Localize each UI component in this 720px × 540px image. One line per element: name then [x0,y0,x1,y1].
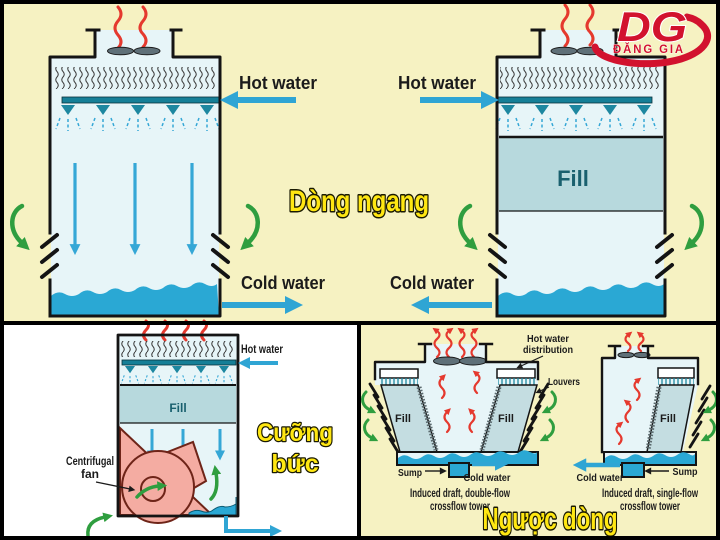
cold-water-label: Cold water [390,273,474,293]
hot-water-distribution-basins [379,368,536,385]
hot-air-squiggle [560,3,570,48]
fill-label: Fill [169,401,186,415]
fill-inner-eliminator [645,386,662,451]
fill-media [120,385,236,423]
hot-air-squiggle [585,3,595,47]
hot-water-distribution-basin [657,367,695,385]
air-inlet-arrow [240,203,260,251]
overlay-crossflow-label: Dòng ngang [289,185,429,218]
centrifugal-fan-label-line1: Centrifugal [66,454,114,468]
fan-cowl-interior [95,30,173,57]
louvers [40,233,230,279]
hot-air-squiggles-plenum [615,377,642,446]
louvers-label: Louvers [548,376,580,388]
distribution-pointer-arrow [516,355,544,369]
hot-air-squiggle [113,5,123,50]
water-basin [188,497,237,516]
hot-water-distribution-label-line1: Hot water [527,333,569,345]
centrifugal-fan-label-line2: fan [81,467,99,481]
hot-water-label: Hot water [239,73,317,93]
drift-eliminator [500,67,661,89]
cold-water-basin [51,282,219,316]
logo-initials: DG [617,3,687,50]
caption-line2: crossflow tower [620,501,680,513]
tower-outline [495,28,667,318]
hot-water-label: Hot water [241,342,283,356]
tower-outline [48,28,222,318]
overlay-forced-label-line2: bức [271,450,318,478]
fill-label-right: Fill [498,413,514,425]
cold-water-label: Cold water [464,472,511,484]
hot-water-distribution-pipe [61,96,221,104]
hot-air-squiggles-above-fan [432,327,479,359]
cold-water-basin [498,282,664,316]
air-inlet-arrows [361,390,557,442]
overlay-counterflow-label: Ngược dòng [483,501,618,536]
top-left-crossflow-tower: Hot water Cold water [10,5,325,318]
fill-inner-eliminator-left [416,386,439,451]
cold-water-outlet-pipe-arrow [224,516,282,537]
fan-blades [617,351,651,359]
logo-swoosh [591,13,711,68]
fan-blades [107,46,161,56]
air-inlet-arrow [684,203,704,251]
double-flow-tower: Fill Fill Sump Cold water Hot water [361,327,580,513]
air-flow-arrows [86,464,222,538]
fill-media [499,137,663,211]
fill-label: Fill [557,166,589,191]
louvers-left [368,382,400,454]
cold-water-label: Cold water [241,273,325,293]
hot-air-squiggle [138,5,148,49]
drift-eliminator [121,341,235,357]
fill-label: Fill [660,413,676,425]
hot-air-squiggles-plenum [438,370,481,434]
caption-line2: crossflow tower [430,501,490,513]
hot-water-distribution-label-line2: distribution [523,344,573,356]
hot-air-squiggles-above-fan [624,331,645,353]
louvers-pointer-arrow [535,386,550,394]
hot-water-distribution-pipe [496,96,653,104]
water-down-arrows [69,163,198,256]
tower-outline [116,333,240,518]
tower-outline [600,344,700,454]
logo-name: ĐĂNG GIA [613,41,685,56]
hot-water-distribution-pipe [121,359,237,366]
fill-label-left: Fill [395,413,411,425]
overlay-forced-label-line1: Cưỡng [257,419,333,447]
top-right-crossflow-tower: Fill Hot water Cold water [390,3,704,318]
sump [448,462,470,478]
basin-water [605,452,695,464]
drift-eliminator [54,67,217,89]
fan-pointer-arrow [95,481,136,492]
fill-inner-eliminator-right [479,386,502,451]
single-flow-tower: Fill Cold water Sump Induced draft, sing… [572,331,718,513]
sump-label: Sump [673,466,698,478]
caption-line1: Induced draft, double-flow [410,488,510,500]
caption-line1: Induced draft, single-flow [602,488,698,500]
cold-water-label: Cold water [577,472,624,484]
forced-draft-tower: Fill Hot water Centrifugal fan [66,319,283,538]
dang-gia-logo: DG ĐĂNG GIA [591,2,711,68]
air-inlet-arrow [10,203,30,251]
air-inlet-arrow [458,203,478,251]
fan-deck-outline [373,342,540,381]
center-plenum [418,385,500,452]
louvers [488,233,674,279]
sump-label: Sump [398,467,422,479]
louvers-right [518,382,550,454]
louvers [688,384,712,449]
hot-water-label: Hot water [398,73,476,93]
sump [621,462,645,478]
